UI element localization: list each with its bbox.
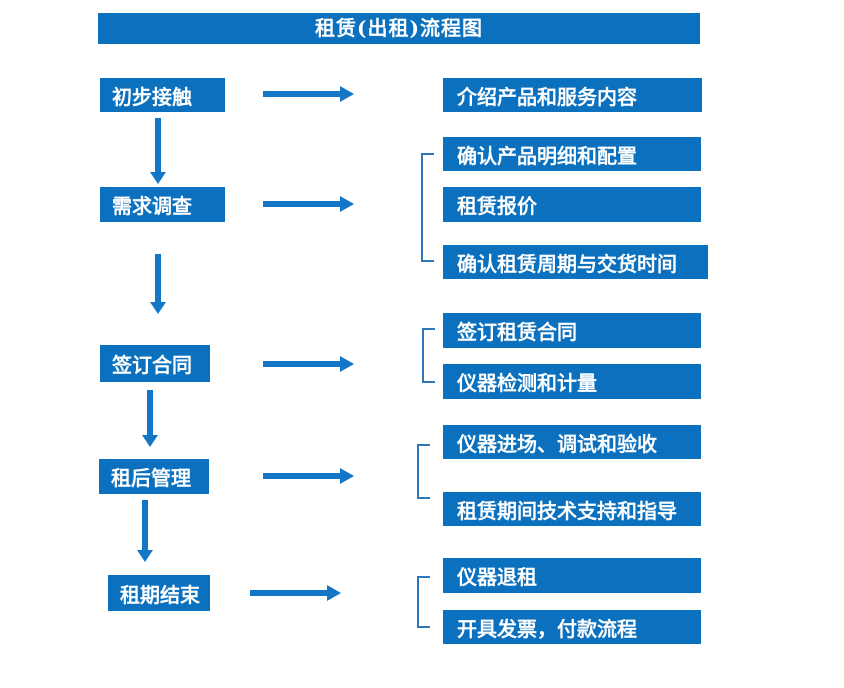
output-instrument-testing-metering: 仪器检测和计量 xyxy=(443,364,701,399)
output-invoice-payment-process: 开具发票，付款流程 xyxy=(443,610,701,644)
right-arrow-head xyxy=(340,468,354,484)
right-arrow-head xyxy=(340,196,354,212)
down-arrow-shaft xyxy=(147,390,153,436)
step-contract-signing: 签订合同 xyxy=(100,345,210,382)
step-rental-period-end: 租期结束 xyxy=(108,575,210,611)
down-arrow-icon xyxy=(137,500,153,562)
group-bracket xyxy=(417,576,430,628)
right-arrow-icon xyxy=(263,468,355,484)
down-arrow-head xyxy=(150,172,166,184)
group-bracket xyxy=(422,328,435,383)
output-introduce-products-services: 介绍产品和服务内容 xyxy=(443,78,702,112)
flowchart-title: 租赁(出租)流程图 xyxy=(98,13,700,44)
output-confirm-rental-period-delivery: 确认租赁周期与交货时间 xyxy=(443,245,708,279)
step-demand-survey: 需求调查 xyxy=(100,187,225,222)
group-bracket xyxy=(421,153,434,262)
right-arrow-shaft xyxy=(250,590,328,596)
right-arrow-shaft xyxy=(263,91,341,97)
right-arrow-head xyxy=(340,86,354,102)
output-sign-rental-contract: 签订租赁合同 xyxy=(443,313,701,348)
output-instrument-return: 仪器退租 xyxy=(443,558,701,593)
down-arrow-head xyxy=(137,550,153,562)
down-arrow-shaft xyxy=(142,500,148,551)
down-arrow-shaft xyxy=(155,118,161,173)
step-initial-contact: 初步接触 xyxy=(100,78,225,112)
right-arrow-icon xyxy=(263,196,355,212)
right-arrow-shaft xyxy=(263,201,341,207)
right-arrow-icon xyxy=(250,585,342,601)
step-post-rental-management: 租后管理 xyxy=(99,459,209,494)
right-arrow-icon xyxy=(263,356,355,372)
right-arrow-shaft xyxy=(263,361,341,367)
right-arrow-head xyxy=(327,585,341,601)
output-rental-technical-support: 租赁期间技术支持和指导 xyxy=(443,492,701,526)
group-bracket xyxy=(417,444,430,499)
down-arrow-shaft xyxy=(155,254,161,303)
down-arrow-icon xyxy=(150,118,166,184)
output-instrument-arrival-debug-acceptance: 仪器进场、调试和验收 xyxy=(443,425,701,459)
right-arrow-shaft xyxy=(263,473,341,479)
right-arrow-icon xyxy=(263,86,355,102)
down-arrow-icon xyxy=(150,254,166,314)
right-arrow-head xyxy=(340,356,354,372)
output-confirm-product-details: 确认产品明细和配置 xyxy=(443,137,701,171)
output-rental-quotation: 租赁报价 xyxy=(443,187,701,222)
down-arrow-icon xyxy=(142,390,158,447)
down-arrow-head xyxy=(150,302,166,314)
down-arrow-head xyxy=(142,435,158,447)
